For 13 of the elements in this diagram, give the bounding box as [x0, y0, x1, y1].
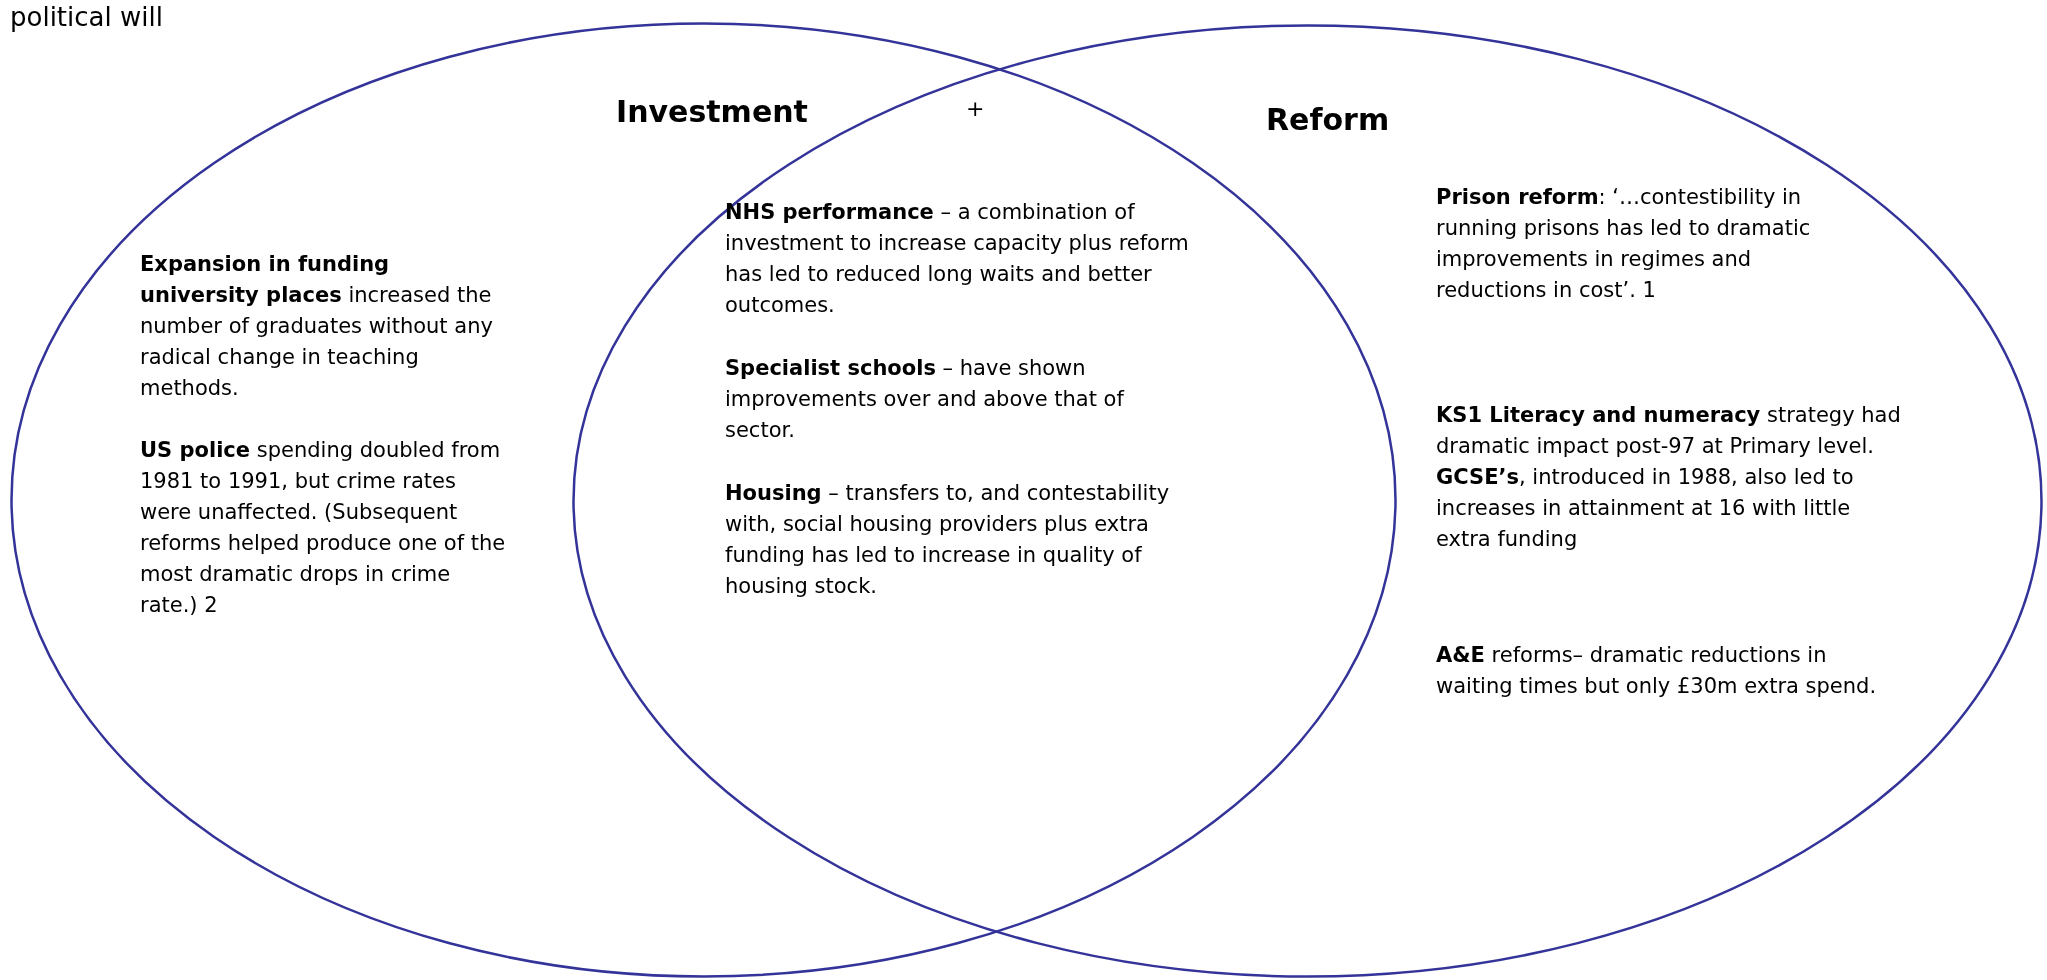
example-text: GCSE’s, introduced in 1988, also led to increases in attainment at 16 with little extra funding	[1436, 464, 1855, 553]
example-text: Prison reform: ‘…contestibility in running prisons has led to dramatic improvements in regimes and reductions in cost’. 1	[1436, 184, 1812, 304]
example-text: A&E reforms– dramatic reductions in waiting times but only £30m extra spend.	[1436, 642, 1878, 700]
example-text: Specialist schools – have shown improvements over and above that of sector.	[725, 355, 1126, 444]
set-heading: Investment	[616, 94, 808, 129]
example-text: NHS performance – a combination of investment to increase capacity plus reform has led to reduced long waits and better outcomes.	[725, 199, 1190, 319]
example-text: Expansion in funding university places increased the number of graduates without any radical change in teaching methods.	[140, 251, 494, 402]
example-text: US police spending doubled from 1981 to 1991, but crime rates were unaffected. (Subsequent reforms helped produce one of the most dramatic drops in crime rate.) 2	[140, 437, 507, 619]
plus-sign: +	[966, 96, 986, 123]
set-heading: Reform	[1266, 102, 1390, 137]
example-text: Housing – transfers to, and contestability with, social housing providers plus extra funding has led to increase in quality of housing stock.	[725, 480, 1171, 600]
example-text: KS1 Literacy and numeracy strategy had dramatic impact post-97 at Primary level.	[1436, 402, 1902, 460]
title-note: political will	[10, 2, 164, 34]
